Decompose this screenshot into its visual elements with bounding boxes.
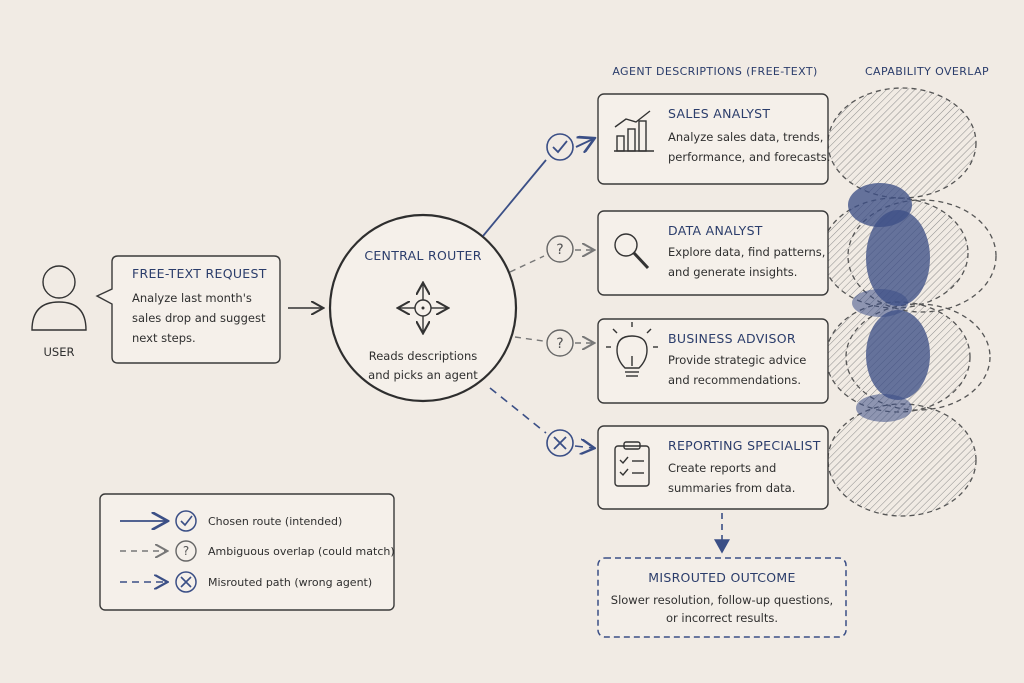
request-line-3: next steps. [132,331,196,345]
agent-desc-reporting-1: Create reports and [668,461,776,475]
outcome-line-1: Slower resolution, follow-up questions, [611,593,833,607]
user-icon [31,265,87,331]
svg-text:?: ? [183,544,189,558]
agent-title-advisor: BUSINESS ADVISOR [668,331,796,346]
route-sales-line [482,159,547,237]
router-line-2: and picks an agent [368,368,478,382]
router-directions-icon [399,284,447,332]
capability-overlap-venn [821,87,997,517]
agent-card-sales [597,93,829,185]
route-sales-arrow [575,139,593,147]
agent-title-sales: SALES ANALYST [668,106,770,121]
svg-text:?: ? [556,242,563,258]
agent-card-data [597,210,829,296]
check-icon [546,133,574,161]
legend-label-chosen: Chosen route (intended) [208,515,342,528]
question-icon: ? [546,329,574,357]
overlap-header: CAPABILITY OVERLAP [865,65,989,78]
agent-desc-advisor-1: Provide strategic advice [668,353,806,367]
magnifier-icon [614,233,650,270]
bar-chart-icon [614,110,654,152]
route-data-line [509,255,545,273]
svg-text:?: ? [556,336,563,352]
question-icon: ? [175,540,197,562]
agent-desc-sales-1: Analyze sales data, trends, [668,130,823,144]
route-reporting-line [489,387,547,434]
legend-label-ambiguous: Ambiguous overlap (could match) [208,545,395,558]
agent-desc-sales-2: performance, and forecasts. [668,150,830,164]
request-title: FREE-TEXT REQUEST [132,266,267,281]
agent-title-reporting: REPORTING SPECIALIST [668,438,821,453]
router-line-1: Reads descriptions [369,349,477,363]
check-icon [175,510,197,532]
x-icon [546,429,574,457]
request-box [95,255,281,364]
x-icon [175,571,197,593]
agent-desc-data-2: and generate insights. [668,265,797,279]
agents-header: AGENT DESCRIPTIONS (FREE-TEXT) [612,65,817,78]
request-line-1: Analyze last month's [132,291,252,305]
outcome-title: MISROUTED OUTCOME [648,570,795,585]
route-advisor-line [514,336,544,342]
user-label: USER [44,345,75,359]
request-line-2: sales drop and suggest [132,311,266,325]
agent-title-data: DATA ANALYST [668,223,763,238]
agent-desc-advisor-2: and recommendations. [668,373,801,387]
router-title: CENTRAL ROUTER [364,248,481,263]
agent-card-reporting [597,425,829,510]
misrouted-outcome-box [597,557,847,638]
lightbulb-icon [606,322,658,377]
legend-label-misrouted: Misrouted path (wrong agent) [208,576,372,589]
clipboard-icon [614,441,650,487]
agent-desc-data-1: Explore data, find patterns, [668,245,825,259]
legend-box [99,493,395,611]
agent-desc-reporting-2: summaries from data. [668,481,795,495]
agent-card-advisor [597,318,829,404]
route-reporting-arrow [574,446,593,448]
question-icon: ? [546,235,574,263]
outcome-line-2: or incorrect results. [666,611,778,625]
